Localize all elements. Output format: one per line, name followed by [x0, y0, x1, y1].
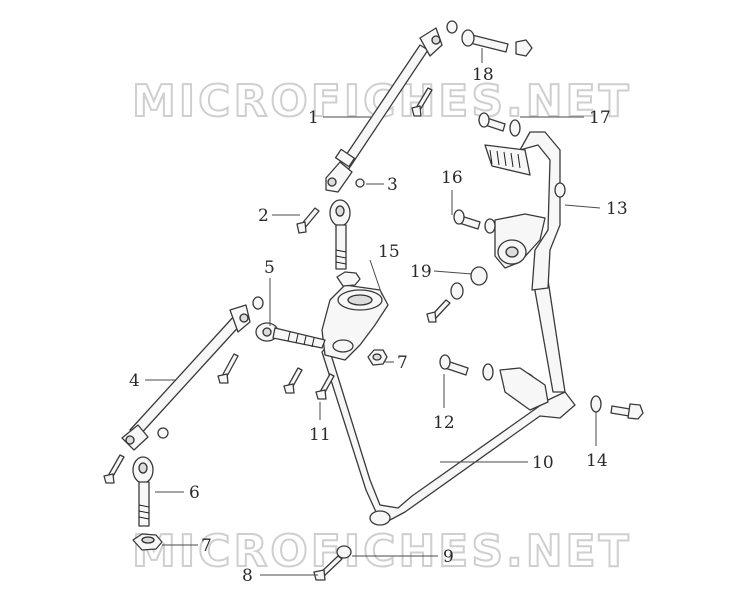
callout-3: 3 — [387, 175, 398, 195]
callout-16: 16 — [441, 168, 463, 188]
callout-13: 13 — [606, 199, 628, 219]
callout-labels: 1 2 3 4 5 6 7 7 8 9 10 11 12 13 14 15 16… — [129, 65, 628, 586]
main-frame-part-10 — [321, 131, 576, 526]
callout-15: 15 — [378, 242, 400, 262]
callout-7-lower: 7 — [201, 536, 212, 556]
rod-end-part-5 — [255, 322, 326, 349]
rod-end-upper — [329, 199, 351, 270]
callout-4: 4 — [129, 371, 140, 391]
nut-part-7-lower — [132, 533, 163, 551]
rod-part-4 — [121, 304, 251, 451]
clamp-part-15 — [321, 284, 389, 361]
bolts — [103, 20, 644, 581]
callout-8: 8 — [242, 566, 253, 586]
callout-6: 6 — [189, 483, 200, 503]
callout-1: 1 — [308, 108, 319, 128]
leader-lines — [145, 48, 601, 576]
callout-2: 2 — [258, 206, 269, 226]
callout-17: 17 — [589, 108, 611, 128]
callout-10: 10 — [532, 453, 554, 473]
footrest-bracket-part-13 — [484, 144, 546, 269]
callout-11: 11 — [309, 425, 331, 445]
watermark-bottom: MICROFICHES.NET — [132, 526, 632, 577]
callout-9: 9 — [443, 547, 454, 567]
callout-18: 18 — [472, 65, 494, 85]
rod-part-1 — [325, 27, 443, 193]
callout-5: 5 — [264, 258, 275, 278]
callout-14: 14 — [586, 451, 608, 471]
callout-12: 12 — [433, 413, 455, 433]
callout-7-upper: 7 — [397, 353, 408, 373]
rod-end-part-6 — [132, 456, 154, 527]
callout-19: 19 — [410, 262, 432, 282]
nut-part-7-upper — [336, 271, 388, 366]
